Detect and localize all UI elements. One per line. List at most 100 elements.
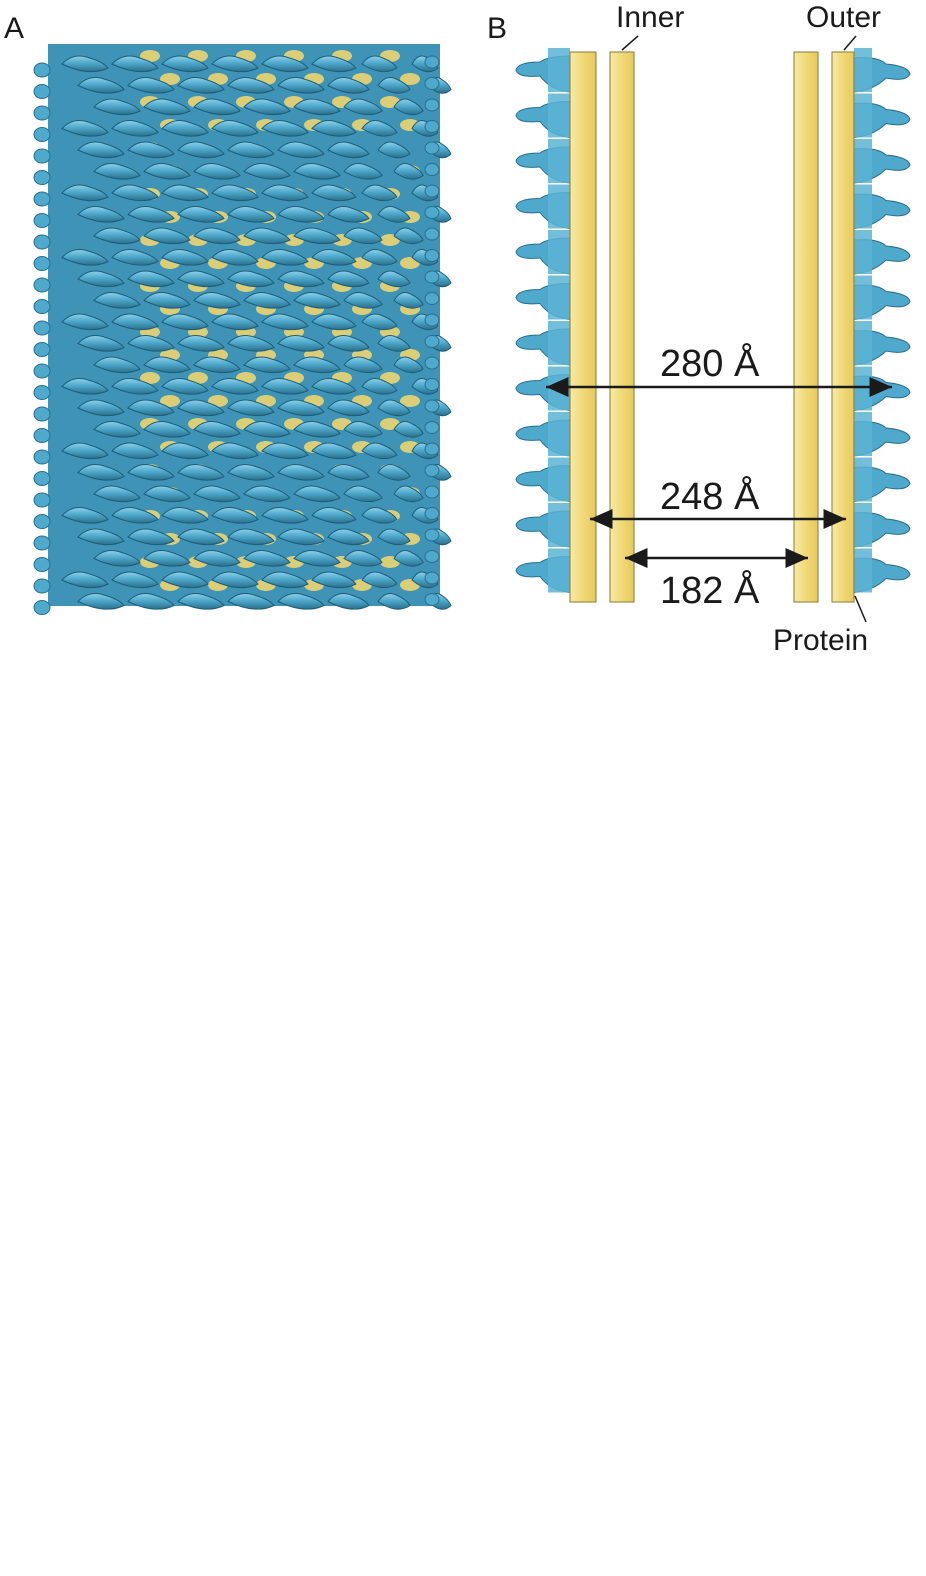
protein-blob (127, 206, 175, 223)
protein-blob (261, 184, 309, 202)
edge-knob (424, 571, 440, 585)
protein-blob (393, 421, 424, 438)
protein-blob (227, 270, 275, 288)
protein-blob (377, 464, 411, 481)
dimension-label-182: 182 Å (660, 570, 760, 612)
outer-leader-line (843, 35, 857, 51)
edge-knob (424, 593, 440, 606)
protein-fill-right (854, 412, 872, 456)
protein-fill-right (854, 139, 872, 183)
protein-blob (93, 421, 141, 438)
edge-knob (33, 449, 51, 465)
protein-blob (277, 593, 325, 610)
protein-blob (211, 249, 259, 266)
protein-blob (127, 77, 175, 94)
membrane-patch (400, 73, 420, 85)
protein-blob (277, 77, 325, 94)
protein-blob (143, 550, 191, 567)
protein-blob (311, 378, 357, 395)
protein-blob (93, 356, 141, 374)
protein-blob (343, 163, 383, 180)
protein-blob (193, 356, 241, 374)
protein-blob (327, 528, 370, 546)
protein-blob (261, 507, 309, 524)
protein-blob (211, 313, 259, 331)
edge-knob (33, 514, 51, 529)
protein-blob (311, 55, 357, 73)
protein-blob (193, 421, 241, 438)
protein-blob (293, 292, 341, 309)
protein-fill-right (854, 93, 872, 138)
panel-label-b: B (487, 12, 508, 45)
protein-blob (177, 399, 225, 417)
protein-blob (111, 442, 159, 460)
protein-blob (277, 528, 325, 546)
protein-blob (61, 442, 109, 460)
edge-knob (424, 313, 440, 327)
protein-blob (61, 313, 109, 331)
edge-knob (33, 127, 51, 142)
tube-surface-render (33, 44, 452, 615)
protein-blob (127, 335, 175, 352)
protein-blob (143, 227, 191, 245)
protein-blob (161, 442, 209, 460)
protein-fill-right (854, 366, 872, 411)
protein-blob (61, 507, 109, 524)
edge-knob (33, 148, 51, 164)
protein-blob (393, 227, 424, 245)
protein-blob (311, 249, 357, 266)
protein-blob (343, 550, 383, 567)
protein-blob (311, 442, 357, 460)
edge-knob (424, 399, 440, 413)
membrane-patch (160, 395, 180, 407)
protein-blob (127, 593, 175, 610)
protein-blob (177, 335, 225, 352)
protein-blob (343, 421, 383, 438)
protein-blob (277, 399, 325, 417)
protein-blob (227, 77, 275, 94)
protein-blob (77, 399, 125, 417)
protein-blob (393, 485, 424, 503)
protein-blob (327, 399, 370, 417)
membrane-patch (140, 50, 160, 62)
protein-blob (93, 227, 141, 245)
protein-blob (361, 378, 398, 395)
edge-knob (424, 485, 440, 499)
protein-blob (143, 98, 191, 116)
edge-knob (33, 428, 51, 443)
protein-blob (161, 55, 209, 73)
protein-blob (93, 485, 141, 503)
edge-knob (424, 163, 440, 176)
protein-blob (111, 507, 159, 524)
protein-blob (361, 507, 398, 524)
protein-blob (161, 313, 209, 331)
protein-blob (111, 184, 159, 202)
protein-blob (111, 571, 159, 589)
protein-blob (293, 163, 341, 180)
protein-fill-right (854, 48, 872, 92)
membrane-patch (188, 372, 208, 384)
edge-knob (33, 557, 51, 572)
protein-blob (327, 141, 370, 159)
edge-knob (33, 234, 51, 250)
protein-label: Protein (773, 624, 869, 657)
protein-blob (361, 571, 398, 589)
protein-blob (377, 77, 411, 94)
protein-blob (243, 163, 291, 180)
edge-knob (33, 170, 51, 185)
protein-blob (161, 571, 209, 589)
protein-fill-left (548, 457, 570, 502)
protein-blob (293, 98, 341, 116)
protein-blob (61, 378, 109, 395)
edge-knob (33, 256, 51, 271)
protein-fill-right (854, 275, 872, 320)
protein-blob (361, 442, 398, 460)
protein-blob (343, 227, 383, 245)
protein-fill-left (548, 139, 570, 183)
edge-knob (424, 55, 440, 69)
protein-blob (343, 485, 383, 503)
protein-blob (127, 270, 175, 288)
protein-blob (161, 184, 209, 202)
protein-blob (327, 77, 370, 94)
